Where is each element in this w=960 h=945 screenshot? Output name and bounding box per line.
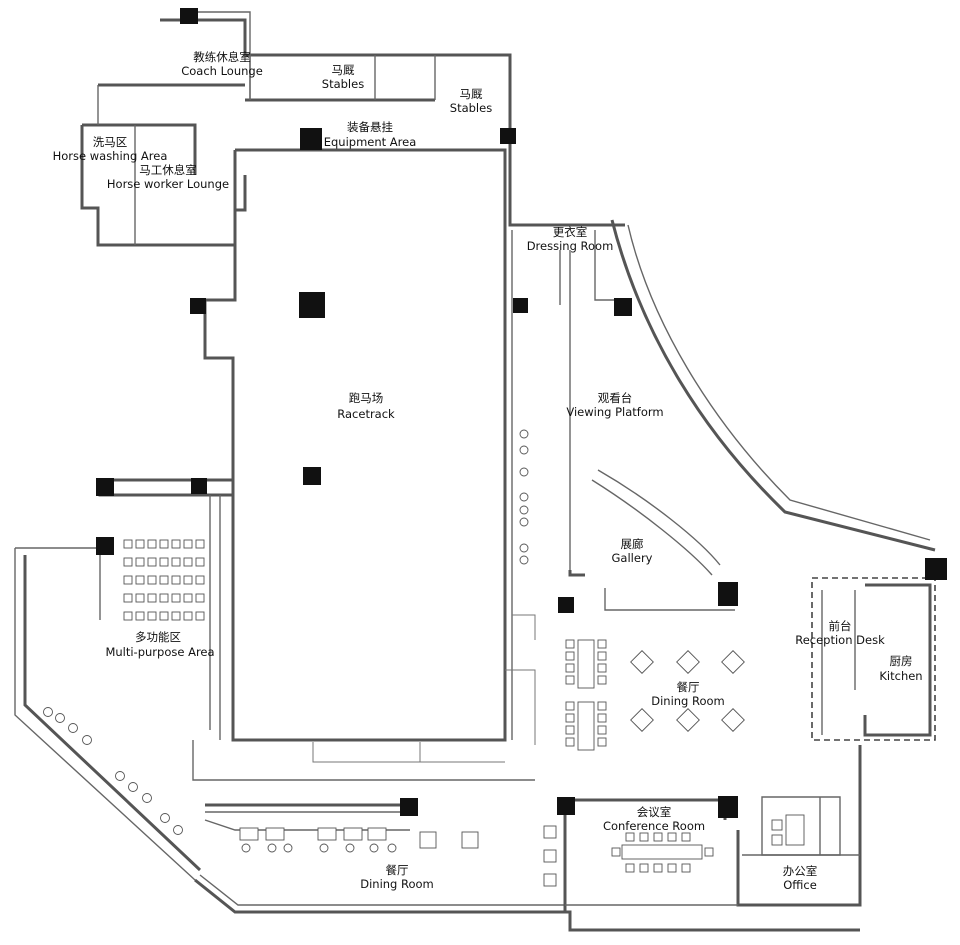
stools xyxy=(43,707,183,835)
reception-en: Reception Desk xyxy=(795,633,885,647)
seating-grid xyxy=(123,539,205,621)
coach-lounge-zh: 教练休息室 xyxy=(193,50,251,64)
stables-1-zh: 马厩 xyxy=(332,63,355,77)
conference-table xyxy=(611,832,714,873)
gallery-zh: 展廊 xyxy=(621,537,644,551)
worker-lounge-en: Horse worker Lounge xyxy=(107,177,229,191)
dining-south-zh: 餐厅 xyxy=(386,863,409,877)
equipment-en: Equipment Area xyxy=(324,135,417,149)
dining-south-en: Dining Room xyxy=(360,877,434,891)
stables-1-en: Stables xyxy=(322,77,364,91)
viewing-en: Viewing Platform xyxy=(566,405,663,419)
columns xyxy=(96,8,947,818)
kitchen-en: Kitchen xyxy=(879,669,922,683)
gallery-en: Gallery xyxy=(612,551,653,565)
coach-lounge-en: Coach Lounge xyxy=(181,64,263,78)
conference-zh: 会议室 xyxy=(637,805,672,819)
equipment-zh: 装备悬挂 xyxy=(347,120,393,134)
viewing-zh: 观看台 xyxy=(598,391,633,405)
dressing-zh: 更衣室 xyxy=(553,225,588,239)
stables-2-en: Stables xyxy=(450,101,492,115)
office-desks xyxy=(771,814,805,846)
worker-lounge-zh: 马工休息室 xyxy=(139,163,197,177)
racetrack-en: Racetrack xyxy=(337,407,395,421)
kitchen-zh: 厨房 xyxy=(890,654,913,668)
dining-east-en: Dining Room xyxy=(651,694,725,708)
dining-tables-east xyxy=(565,639,745,751)
multipurpose-en: Multi-purpose Area xyxy=(105,645,214,659)
dining-tables-south xyxy=(239,825,557,887)
multipurpose-zh: 多功能区 xyxy=(135,630,181,644)
office-zh: 办公室 xyxy=(783,864,818,878)
furniture xyxy=(43,429,805,887)
conference-en: Conference Room xyxy=(603,819,705,833)
horse-washing-en: Horse washing Area xyxy=(53,149,168,163)
reception-zh: 前台 xyxy=(829,619,852,633)
dining-east-zh: 餐厅 xyxy=(677,680,700,694)
dressing-en: Dressing Room xyxy=(527,239,614,253)
stables-2-zh: 马厩 xyxy=(460,87,483,101)
side-stools xyxy=(519,429,529,565)
room-labels: 教练休息室 Coach Lounge 马厩 Stables 马厩 Stables… xyxy=(53,50,923,892)
horse-washing-zh: 洗马区 xyxy=(93,135,128,149)
office-en: Office xyxy=(783,878,817,892)
racetrack-zh: 跑马场 xyxy=(349,391,384,405)
